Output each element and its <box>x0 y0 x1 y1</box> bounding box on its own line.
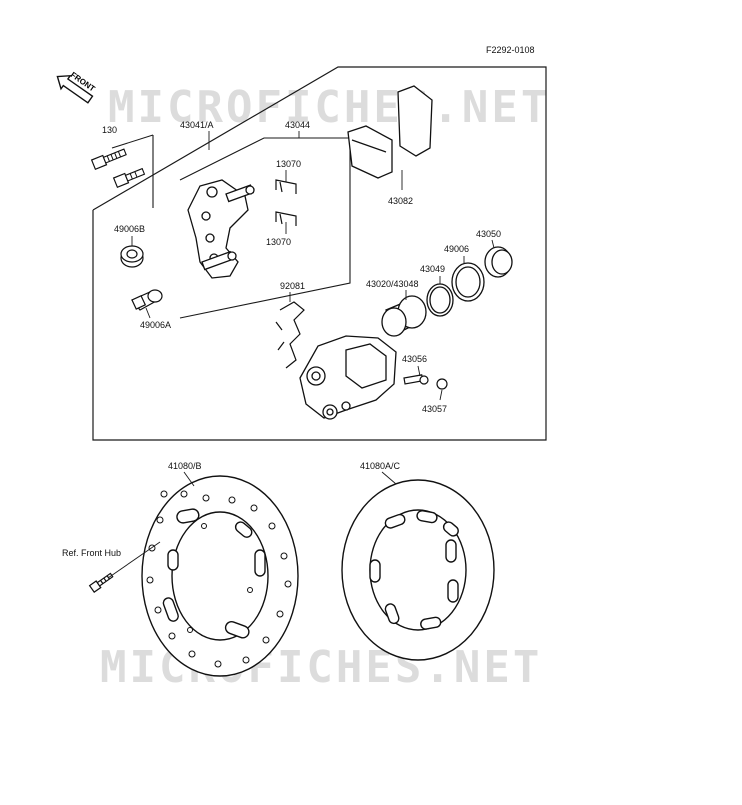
label-43044: 43044 <box>285 120 310 130</box>
bleeder-cap-43057-icon <box>436 378 448 390</box>
label-41080b: 41080/B <box>168 461 202 471</box>
label-13070-bottom: 13070 <box>266 237 291 247</box>
brake-disc-41080ac-icon <box>341 479 495 661</box>
label-43056: 43056 <box>402 354 427 364</box>
bolt-130-icon <box>90 148 146 189</box>
label-43057: 43057 <box>422 404 447 414</box>
seal-43049-icon <box>426 283 454 317</box>
hub-bolt-icon <box>88 572 114 593</box>
caliper-body-icon <box>299 335 397 420</box>
figure-code: F2292-0108 <box>486 45 535 55</box>
assembly-outline <box>92 66 547 441</box>
label-43050: 43050 <box>476 229 501 239</box>
label-130: 130 <box>102 125 117 135</box>
label-13070-top: 13070 <box>276 159 301 169</box>
cap-43050-icon <box>484 246 513 278</box>
label-92081: 92081 <box>280 281 305 291</box>
dust-seal-49006-icon <box>451 262 485 302</box>
clip-13070-icon <box>275 179 297 226</box>
caliper-bracket-icon <box>187 179 255 279</box>
label-43041a: 43041/A <box>180 120 214 130</box>
label-49006: 49006 <box>444 244 469 254</box>
label-49006b: 49006B <box>114 224 145 234</box>
pad-spring-92081-icon <box>275 301 305 369</box>
label-ref-front-hub: Ref. Front Hub <box>62 548 121 558</box>
label-41080ac: 41080A/C <box>360 461 401 471</box>
washer-49006b-icon <box>120 245 144 268</box>
bushing-49006a-icon <box>131 289 163 311</box>
label-43049: 43049 <box>420 264 445 274</box>
front-arrow-icon <box>56 74 94 104</box>
leader-lines <box>131 131 495 401</box>
brake-disc-41080b-icon <box>141 475 299 677</box>
bleeder-valve-43056-icon <box>403 374 429 385</box>
label-43020-43048: 43020/43048 <box>366 279 419 289</box>
piston-43020-icon <box>381 295 427 337</box>
watermark-top: MICROFICHES.NET <box>108 82 550 133</box>
label-43082: 43082 <box>388 196 413 206</box>
label-49006a: 49006A <box>140 320 171 330</box>
brake-pad-43082-icon <box>347 85 433 179</box>
